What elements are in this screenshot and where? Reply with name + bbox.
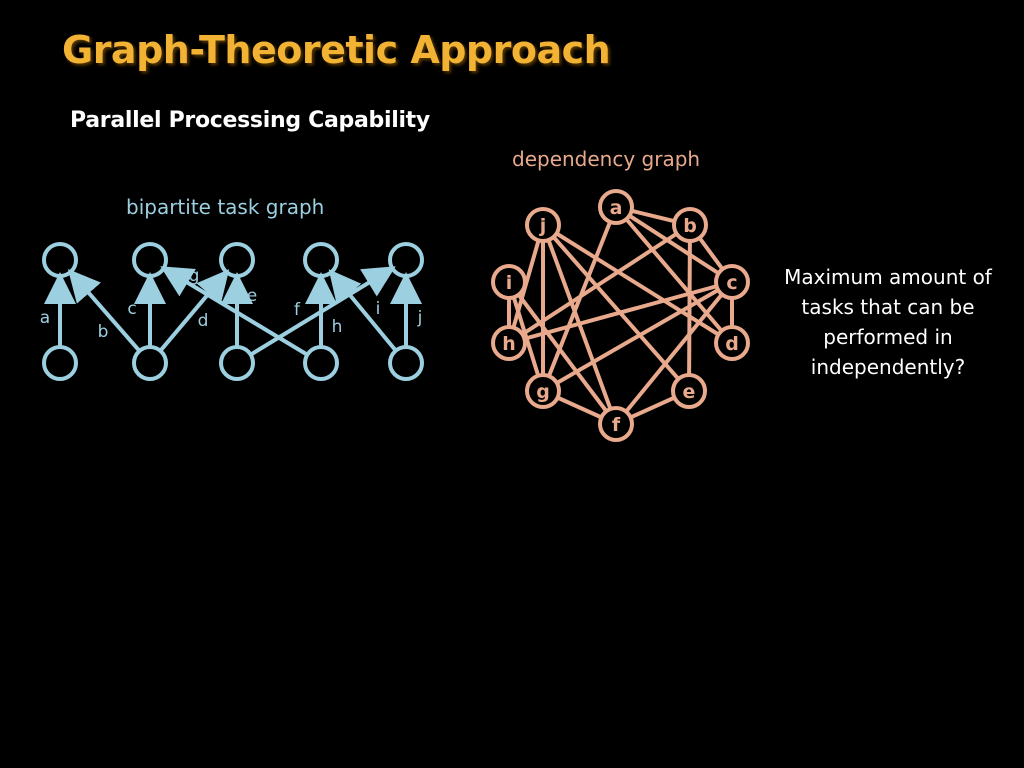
bipartite-edge-label-d: d [198, 311, 209, 331]
bipartite-edge-label-a: a [40, 308, 50, 328]
bipartite-edge-labels: a bc d e f g h i j [40, 266, 423, 342]
bipartite-node [42, 242, 78, 278]
bipartite-edge-label-b: b [98, 322, 109, 342]
dependency-node-label: f [612, 414, 621, 436]
slide-title: Graph-Theoretic Approach [62, 28, 611, 72]
bipartite-node [132, 345, 168, 381]
bipartite-edge-label-i: i [376, 299, 381, 319]
dependency-node-label: e [683, 381, 696, 403]
dependency-node-label: j [539, 215, 547, 237]
dependency-node-label: g [536, 381, 550, 403]
question-text: Maximum amount of tasks that can be perf… [784, 265, 992, 379]
dependency-node-i: i [491, 264, 527, 300]
dependency-edge-e-j [541, 223, 691, 393]
bipartite-node [132, 242, 168, 278]
dependency-graph-label: dependency graph [512, 147, 701, 171]
bipartite-node [219, 345, 255, 381]
slide-subtitle: Parallel Processing Capability [70, 108, 430, 133]
bipartite-edge-f [249, 266, 396, 357]
dependency-node-g: g [525, 373, 561, 409]
bipartite-edges [44, 266, 422, 357]
bipartite-edge-b [67, 269, 141, 353]
bipartite-edge-label-e: e [247, 286, 257, 306]
dependency-edge-f-i [507, 280, 618, 426]
dependency-nodes: a b c d e f g h i j [491, 189, 750, 442]
dependency-edge-c-f [614, 280, 734, 426]
bipartite-edge-label-j: j [417, 308, 423, 328]
bipartite-node [303, 242, 339, 278]
dependency-node-label: i [506, 272, 513, 294]
dependency-node-d: d [714, 325, 750, 361]
dependency-edge-f-j [541, 224, 618, 425]
dependency-node-a: a [598, 189, 634, 225]
bipartite-node [219, 242, 255, 278]
dependency-node-label: a [610, 197, 623, 219]
dependency-edge-a-c [614, 205, 734, 284]
bipartite-node [388, 345, 424, 381]
bipartite-graph-label: bipartite task graph [126, 195, 325, 219]
dependency-edges [507, 205, 734, 426]
bipartite-edge-label-c: c [127, 299, 136, 319]
bipartite-edge-label-h: h [332, 317, 343, 337]
bipartite-edge-g [160, 266, 309, 357]
bipartite-nodes [42, 242, 424, 381]
bipartite-edge-label-g: g [189, 266, 200, 286]
dependency-edge-c-g [542, 280, 733, 393]
dependency-edge-a-d [614, 205, 734, 345]
dependency-node-label: c [726, 272, 737, 294]
bipartite-edge-d [158, 269, 230, 353]
bipartite-edge-i [328, 269, 398, 352]
dependency-edge-d-j [541, 223, 734, 345]
bipartite-node [388, 242, 424, 278]
dependency-node-label: h [502, 333, 516, 355]
dependency-edge-g-i [507, 281, 545, 392]
dependency-node-j: j [525, 207, 561, 243]
dependency-node-label: b [683, 215, 697, 237]
dependency-node-b: b [672, 207, 708, 243]
dependency-node-label: d [725, 333, 739, 355]
dependency-node-c: c [714, 264, 750, 300]
dependency-node-e: e [671, 373, 707, 409]
bipartite-node [42, 345, 78, 381]
bipartite-node [303, 345, 339, 381]
dependency-node-h: h [491, 325, 527, 361]
dependency-node-f: f [598, 406, 634, 442]
bipartite-edge-label-f: f [294, 300, 301, 320]
